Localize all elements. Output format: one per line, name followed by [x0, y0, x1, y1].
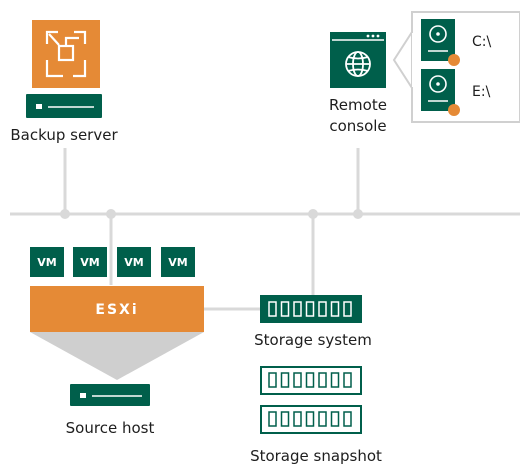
- drive-c[interactable]: C:\: [421, 19, 491, 66]
- vm-group: VM VM VM VM: [30, 247, 195, 277]
- disk-slot: [330, 372, 340, 388]
- disk-slot: [330, 411, 340, 427]
- snapshot-slots: [268, 372, 352, 388]
- disk-slot: [305, 411, 315, 427]
- disk-slot: [318, 301, 327, 317]
- vm-label: VM: [37, 256, 56, 269]
- drive-status-dot: [448, 54, 460, 66]
- backup-app-glyph: [45, 30, 87, 78]
- vm-box[interactable]: VM: [73, 247, 107, 277]
- disk-slot: [280, 411, 290, 427]
- remote-console-label-line1: Remote: [329, 96, 387, 114]
- backup-server[interactable]: Backup server: [10, 20, 118, 144]
- window-dots: [366, 34, 380, 38]
- globe-icon: [345, 51, 371, 77]
- server-led: [36, 104, 42, 109]
- disk-slot: [305, 372, 315, 388]
- storage-system[interactable]: Storage system: [254, 295, 372, 349]
- disk-slot: [280, 372, 290, 388]
- remote-console[interactable]: Remote console: [329, 32, 387, 135]
- storage-snapshot[interactable]: Storage snapshot: [250, 366, 382, 465]
- vm-box[interactable]: VM: [161, 247, 195, 277]
- remote-console-label-line2: console: [329, 117, 386, 135]
- source-host[interactable]: Source host: [66, 384, 155, 437]
- junction-dot: [60, 209, 70, 219]
- disk-slot: [330, 301, 340, 317]
- junction-dot: [106, 209, 116, 219]
- disk-slot: [343, 411, 352, 427]
- junction-dot: [308, 209, 318, 219]
- globe-window-icon: [330, 32, 386, 88]
- source-host-label: Source host: [66, 419, 155, 437]
- esxi-host[interactable]: ESXi: [30, 286, 204, 380]
- disk-slot: [268, 372, 277, 388]
- server-led: [80, 393, 86, 398]
- disk-slot: [293, 372, 302, 388]
- disk-slot: [268, 411, 277, 427]
- vm-label: VM: [80, 256, 99, 269]
- network-junctions: [60, 209, 363, 219]
- vm-label: VM: [124, 256, 143, 269]
- vm-box[interactable]: VM: [30, 247, 64, 277]
- junction-dot: [353, 209, 363, 219]
- disk-slot: [293, 411, 302, 427]
- drive-status-dot: [448, 104, 460, 116]
- drive-e-label: E:\: [472, 84, 491, 100]
- esxi-cone: [30, 332, 204, 380]
- vm-label: VM: [168, 256, 187, 269]
- callout-pointer: [392, 31, 413, 89]
- disk-slot: [318, 411, 327, 427]
- storage-system-label: Storage system: [254, 331, 372, 349]
- esxi-label: ESXi: [95, 302, 138, 318]
- drive-e[interactable]: E:\: [421, 69, 491, 116]
- disk-slot: [268, 301, 277, 317]
- disk-slot: [318, 372, 327, 388]
- storage-slots: [268, 301, 352, 317]
- backup-app-icon: [32, 20, 100, 88]
- backup-server-label: Backup server: [10, 126, 118, 144]
- disk-slot: [280, 301, 290, 317]
- esxi-bar: [30, 286, 204, 332]
- disk-slot: [343, 372, 352, 388]
- drives-callout: C:\ E:\: [392, 11, 520, 123]
- snapshot-slots: [268, 411, 352, 427]
- storage-array-icon: [260, 295, 362, 323]
- network-lines: [10, 148, 520, 311]
- storage-snapshot-label: Storage snapshot: [250, 447, 382, 465]
- disk-slot: [343, 301, 352, 317]
- server-icon: [26, 94, 102, 118]
- server-icon: [70, 384, 150, 406]
- drive-c-label: C:\: [472, 34, 491, 50]
- snapshot-array-icon: [260, 366, 362, 395]
- disk-slot: [293, 301, 302, 317]
- disk-slot: [305, 301, 315, 317]
- vm-box[interactable]: VM: [117, 247, 151, 277]
